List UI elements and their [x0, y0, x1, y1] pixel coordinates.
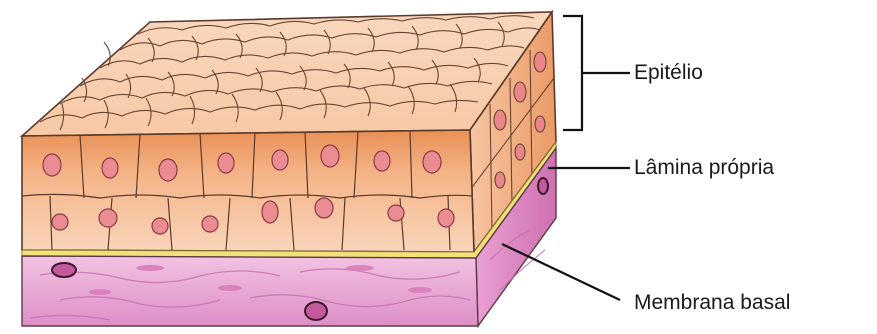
label-membrana-basal: Membrana basal	[634, 292, 790, 313]
label-lamina-propria: Lâmina própria	[634, 157, 774, 178]
label-epitelio: Epitélio	[634, 62, 703, 83]
epithelium-top-surface	[22, 12, 552, 136]
epithelium-front-face	[22, 130, 474, 252]
epitelio-bracket	[563, 16, 582, 130]
